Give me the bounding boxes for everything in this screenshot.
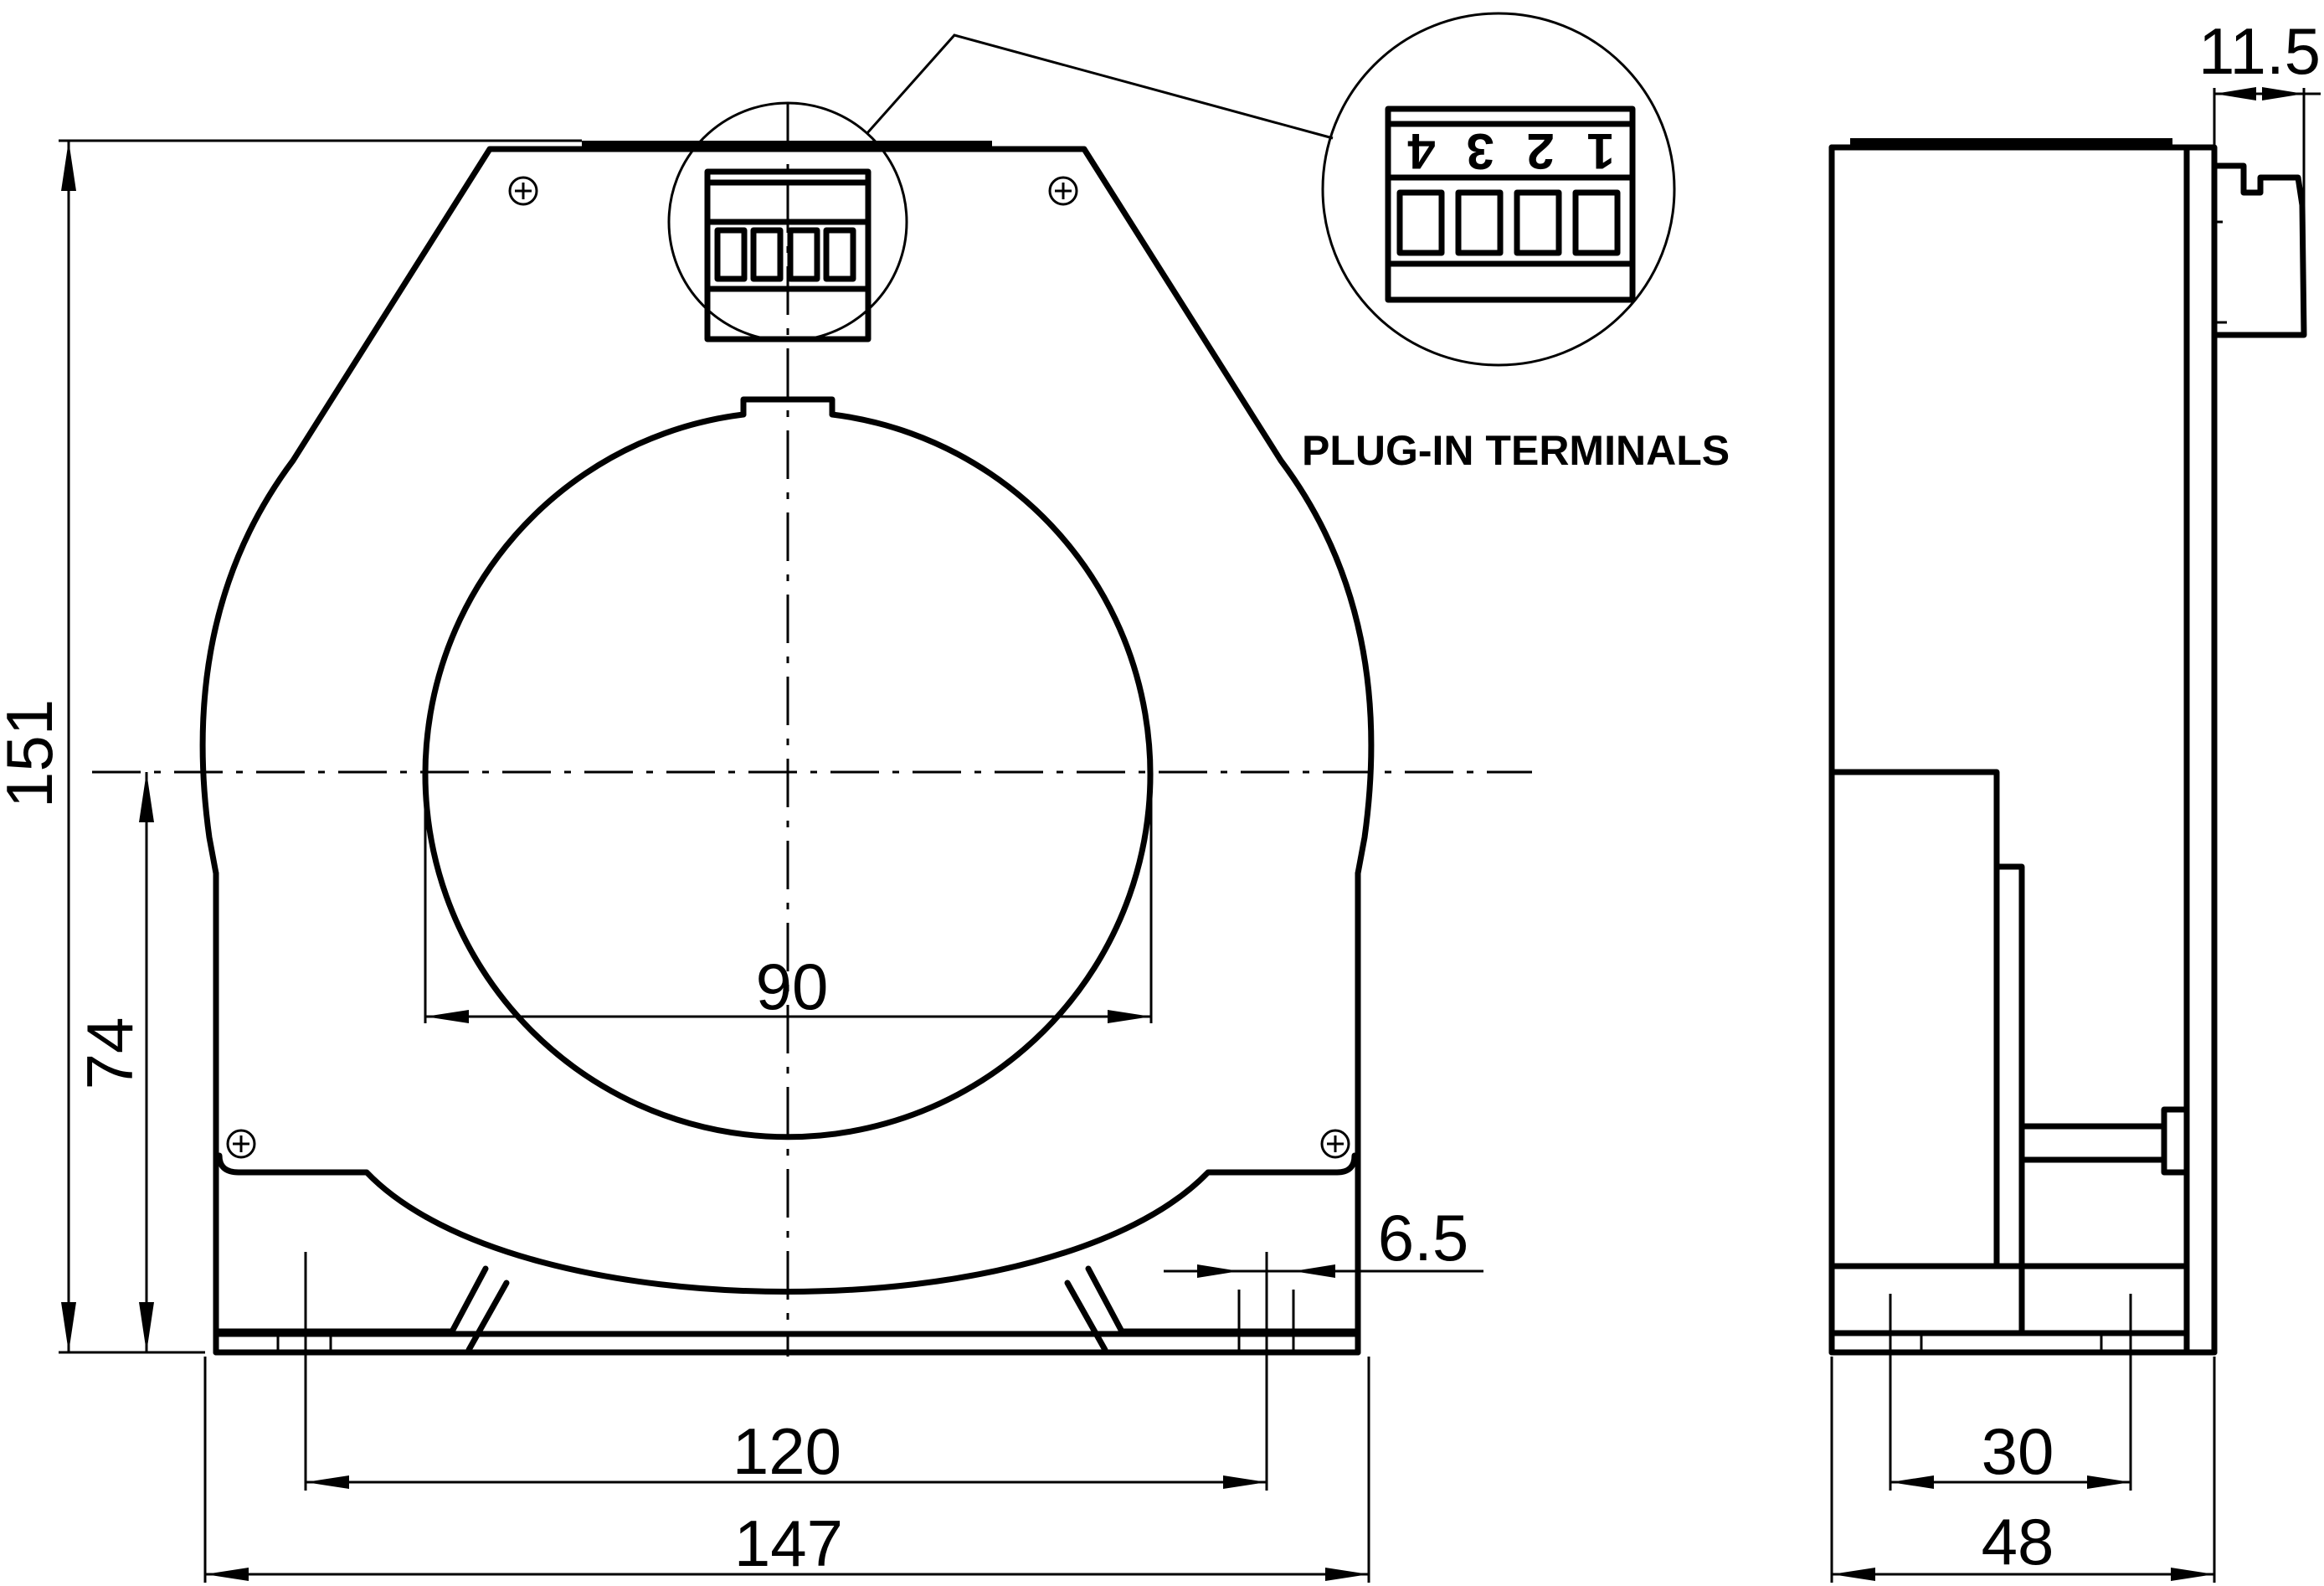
dim-center-height [139, 772, 154, 1352]
dim-hole-spacing [304, 1252, 1268, 1491]
side-clip [2018, 1106, 2190, 1176]
dim-aperture [424, 787, 1153, 1023]
dim-terminal-depth-label: 11.5 [2198, 14, 2321, 88]
detail-leader-line [865, 33, 1334, 140]
dim-total-width-label: 147 [734, 1506, 843, 1580]
aperture-notch [740, 396, 836, 418]
screw-top-right [1048, 176, 1078, 206]
screw-bottom-right [1320, 1129, 1350, 1159]
dim-total-depth [1830, 1357, 2216, 1583]
side-bracket [1993, 863, 2025, 1336]
dim-terminal-depth [2213, 87, 2321, 205]
dim-total-height-label: 151 [0, 699, 66, 808]
dim-aperture-label: 90 [756, 950, 829, 1023]
aperture-circle [422, 411, 1154, 1141]
side-back-plate [2183, 144, 2218, 1356]
side-terminal [2211, 162, 2307, 338]
dim-foot-spacing [1889, 1294, 2132, 1491]
dim-mounting-hole [1164, 1264, 1483, 1278]
terminal-number-1: 1 [1586, 123, 1614, 179]
side-core-block [1828, 769, 2000, 1268]
screw-top-left [508, 176, 538, 206]
dim-total-height [59, 139, 582, 1354]
side-view: 11.5 30 48 [1828, 14, 2321, 1583]
screw-bottom-left [226, 1129, 256, 1159]
terminal-detail: 1 2 3 4 PLUG-IN TERMINALS [865, 12, 1730, 474]
side-terminal-bar [1850, 138, 2172, 147]
detail-terminal-block [1385, 106, 1636, 303]
terminal-detail-caption: PLUG-IN TERMINALS [1302, 427, 1730, 474]
dim-foot-spacing-label: 30 [1982, 1414, 2054, 1488]
dim-hole-spacing-label: 120 [733, 1414, 841, 1488]
dim-mounting-hole-label: 6.5 [1378, 1201, 1468, 1274]
dim-total-width [203, 1357, 1370, 1583]
detail-circle-large [1321, 12, 1676, 367]
dim-total-depth-label: 48 [1982, 1505, 2054, 1578]
front-view: 151 74 90 6.5 [0, 101, 1532, 1583]
right-foot [1064, 1265, 1361, 1353]
terminal-number-2: 2 [1526, 123, 1554, 179]
left-foot [213, 1265, 510, 1353]
terminal-number-4: 4 [1407, 123, 1436, 179]
terminal-number-3: 3 [1466, 123, 1494, 179]
dim-center-height-label: 74 [73, 1017, 147, 1090]
